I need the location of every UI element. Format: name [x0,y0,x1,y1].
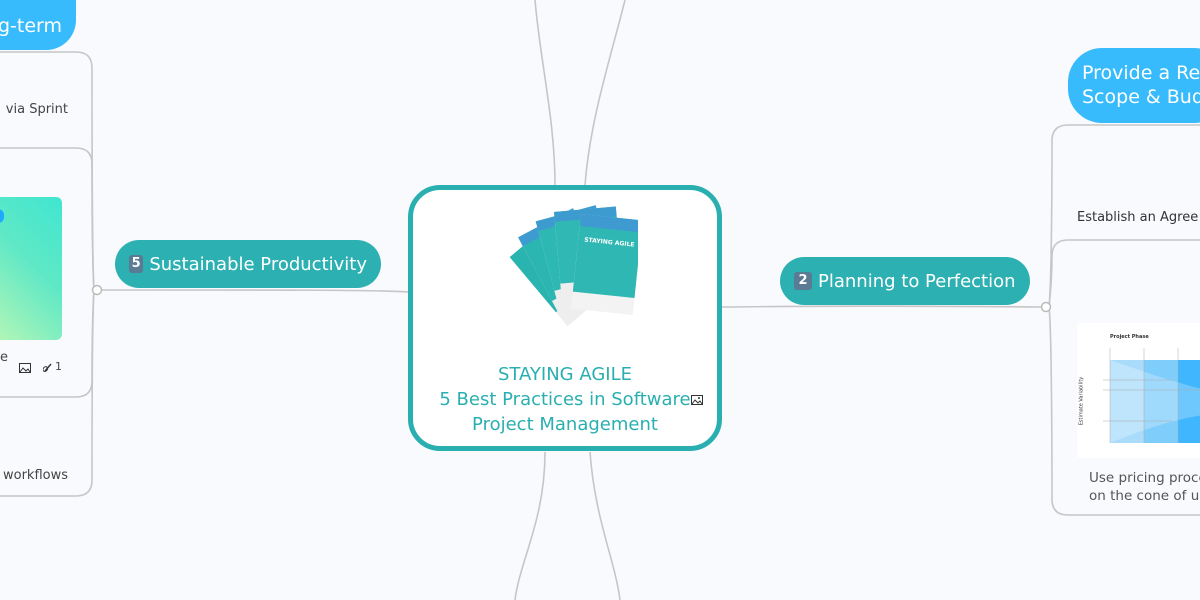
branch-label: Planning to Perfection [818,270,1016,292]
subtopic-long-term[interactable]: g-term [0,0,76,50]
chart-title: Project Phase [1110,334,1149,340]
central-topic-title: STAYING AGILE 5 Best Practices in Softwa… [413,362,717,437]
subtopic-realistic-scope[interactable]: Provide a Re Scope & Bud [1068,48,1200,123]
cone-chart [1103,348,1200,443]
central-topic[interactable]: STAYING AGILE STAYING AGILE 5 Best Pract… [408,185,722,451]
caption-line-1: Use pricing proce [1089,470,1200,486]
cone-of-uncertainty-image: Project Phase Estimate Variability [1077,323,1200,458]
title-line-2: 5 Best Practices in Software [439,389,691,410]
branch-label: Sustainable Productivity [149,253,367,275]
chart-caption: Use pricing proce on the cone of ur [1089,469,1200,505]
title-line-2-row: 5 Best Practices in Software [413,387,717,412]
number-5-icon: 5 [129,255,144,273]
image-icon[interactable] [691,395,703,405]
text-via-sprint: via Sprint [5,102,68,117]
link-count: 1 [55,360,62,373]
caption-line-2: on the cone of ur [1089,488,1200,504]
text-workflows: workflows [2,468,68,483]
subtopic-line-2: Scope & Bud [1082,86,1200,108]
title-line-3: Project Management [472,414,658,435]
subtopic-label: g-term [0,15,62,37]
branch-planning-to-perfection[interactable]: 2 Planning to Perfection [780,257,1030,305]
text-establish-agreement: Establish an Agree [1077,210,1199,225]
blue-dot [0,209,4,223]
title-line-1: STAYING AGILE [497,364,633,385]
subtopic-line-1: Provide a Re [1082,62,1200,84]
gradient-image [0,197,62,340]
number-2-icon: 2 [794,272,812,290]
link-icon[interactable] [43,362,53,373]
branch-sustainable-productivity[interactable]: 5 Sustainable Productivity [115,240,381,288]
ebook-covers-image: STAYING AGILE [509,205,638,327]
text-fragment: e [0,350,8,365]
image-icon[interactable] [19,363,31,373]
